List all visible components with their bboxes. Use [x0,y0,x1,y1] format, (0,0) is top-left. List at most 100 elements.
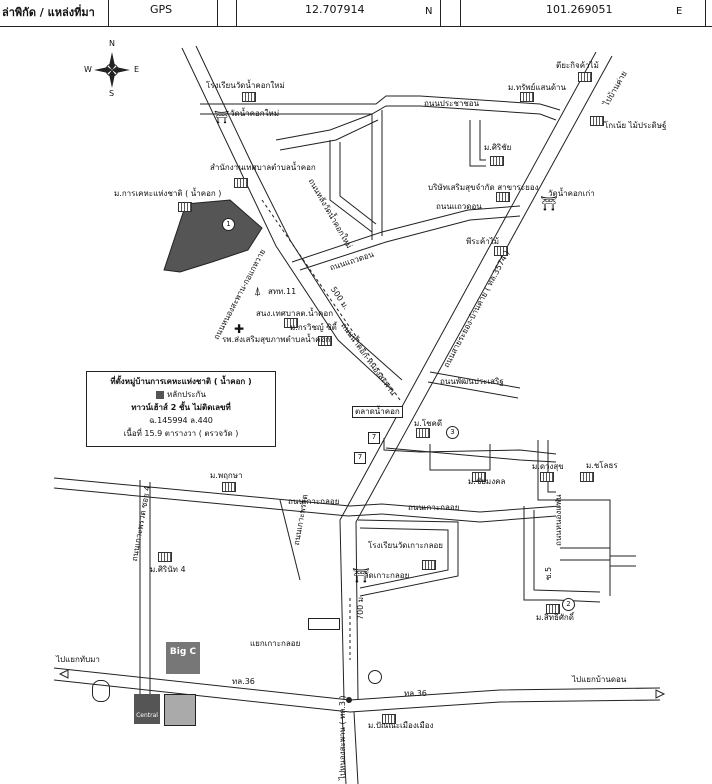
info-line-1: ที่ตั้งหมู่บ้านการเคหะแห่งชาติ ( น้ำคอก … [110,377,252,386]
road-hl36 [53,667,661,701]
marker-1: 1 [222,218,235,231]
label-m-pruksa-muang: ม.ปัณณะเมืองเมือง [368,721,434,730]
building-icon [580,472,594,482]
latitude-unit: N [425,6,433,17]
building-icon [284,318,298,328]
label-dist-700: 700 ม. [356,594,365,620]
robinson-logo [164,694,196,726]
building-icon [318,336,332,346]
label-prachachon-rd: ถนนประชาชอน [424,99,480,108]
label-m-chalerm: ม.ชโลธร [586,461,618,470]
label-rd-koh-kloy-2: ถนนเกาะกลอย [408,503,460,512]
building-icon [494,246,508,256]
honda-logo-icon [308,618,340,630]
building-icon [546,604,560,614]
building-icon [520,92,534,102]
label-talad: ตลาดน้ำคอก [352,406,403,418]
building-icon [490,156,504,166]
label-m-duang-suk: ม.ดวงสุข [532,462,564,471]
label-m-chokdee: ม.โชคดี [414,419,443,428]
temple-icon: ⛩ [352,568,370,584]
marker-2: 2 [562,598,575,611]
label-m-sitthisak: ม.สิทธิศักดิ์ [536,613,574,622]
label-hl36-left: ทล.36 [232,677,255,686]
marker-3: 3 [446,426,459,439]
source-value: GPS [150,3,173,16]
building-icon [178,202,192,212]
building-icon [496,192,510,202]
info-line-2: หลักประกัน [93,388,269,401]
building-icon [590,116,604,126]
label-m-kornwit: ม.กรวิชญ์ ซิตี้ [290,323,337,332]
label-wat-kohkloy: วัดเกาะกลอย [364,571,410,580]
label-hospital: รพ.ส่งเสริมสุขภาพตำบลน้ำคอก [222,335,331,344]
longitude-cell [460,0,706,26]
compass-e: E [134,65,140,74]
compass-n: N [109,39,115,48]
label-rd-koh-kloy: ถนนเกาะกลอย [288,497,340,506]
building-icon [472,472,486,482]
ptt-icon [92,680,110,702]
label-m-phruksa: ม.พฤกษา [210,471,243,480]
label-m-kan-kheha: ม.การเคหะแห่งชาติ ( น้ำคอก ) [114,189,222,198]
big-c-logo: Big C [166,642,200,674]
label-rd-nong-va: ถนนหนองแฟน [554,494,563,546]
location-label: ล่าพิกัด / แหล่งที่มา [2,6,95,19]
label-soi-5: ซ.5 [544,566,553,580]
label-phi-khamai: พีระค้าไม้ [466,237,500,246]
hospital-icon: ✚ [234,322,245,336]
collateral-info-box: ที่ตั้งหมู่บ้านการเคหะแห่งชาติ ( น้ำคอก … [86,371,276,447]
label-m-siriphat: ม.ศิรินัท 4 [150,565,186,574]
label-tambon-office: สำนักงานเทศบาลตำบลน้ำคอก [210,163,316,172]
compass-rose [94,52,130,88]
longitude-unit: E [676,6,683,17]
label-yaek-kohkloy: แยกเกาะกลอย [250,639,301,648]
label-wat-namkhok-mai: วัดน้ำคอกใหม่ [230,109,280,118]
building-icon [234,178,248,188]
temple-icon: ⛩ [540,196,558,212]
info-line-3: ทาวน์เฮ้าส์ 2 ชั้น ไม่ติดเลขที่ [131,403,231,412]
store-icon: 7 [368,432,380,444]
label-m-chai-mongkol: ม.ชัยมงคล [468,477,506,486]
store-icon: 7 [354,452,366,464]
building-icon [578,72,592,82]
building-icon [416,428,430,438]
label-wood-shop: โกเน้ย ไม้ประดิษฐ์ [604,121,667,130]
label-to-nong-saphan: ไปหนองสะพาน ( ทล.3 ) [338,695,347,780]
temple-icon: ⛩ [214,110,230,124]
label-company: บริษัทเสริมสุขจำกัด สาขาระยอง [428,183,539,192]
building-icon [158,552,172,562]
label-rd-phatthana: ถนนพัฒนประเสริฐ [440,377,504,386]
road-rayong-bankhai [339,51,597,701]
label-m-sap-saen: ม.ทรัพย์แสนด้าน [508,83,567,92]
latitude-cell [236,0,441,26]
header-bar: ล่าพิกัด / แหล่งที่มา GPS 12.707914 N 10… [0,0,712,27]
label-m-siriwat: ม.ศิริชัย [484,143,512,152]
legend-swatch [155,390,164,399]
label-ban-supply: ตียะกิจค้าไม้ [556,61,599,70]
info-line-5: เนื้อที่ 15.9 ตารางวา ( ตรวจวัด ) [123,429,239,438]
compass-w: W [84,65,92,74]
building-icon [222,482,236,492]
label-hl36-right: ทล.36 [404,689,427,698]
compass-s: S [109,89,115,98]
label-rd-laeo-khon: ถนนแถวดอน [436,202,482,211]
building-icon [540,472,554,482]
latitude-value: 12.707914 [305,3,365,16]
label-school-kohkloy: โรงเรียนวัดเกาะกลอย [368,541,443,550]
source-cell [108,0,218,26]
shell-icon [368,670,382,684]
label-health-center: สนง.เทศบาลต.น้ำคอก [256,309,334,318]
building-icon [382,714,396,724]
label-tot: สทท.11 [268,287,297,296]
info-line-2-text: หลักประกัน [166,390,206,399]
building-icon [242,92,256,102]
label-school-namkhok-mai: โรงเรียนวัดน้ำคอกใหม่ [206,81,285,90]
building-icon [422,560,436,570]
parcel-polygon [163,199,263,273]
label-to-yaek-bandon: ไปแยกบ้านดอน [572,675,627,684]
info-line-4: ฉ.145994 ล.440 [149,416,213,425]
central-logo: Central [134,694,160,724]
longitude-value: 101.269051 [546,3,613,16]
